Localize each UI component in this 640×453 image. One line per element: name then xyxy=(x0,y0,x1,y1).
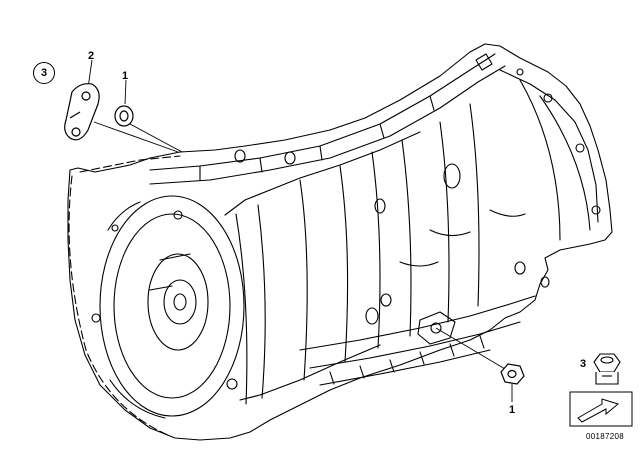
legend-nut-icon xyxy=(593,353,621,385)
torque-converter xyxy=(99,195,245,417)
callout-part-1-bottom: 1 xyxy=(509,404,516,416)
legend-callout-3: 3 xyxy=(580,358,587,370)
bracket-part xyxy=(64,83,100,141)
leader-washer xyxy=(129,123,183,153)
transmission-housing xyxy=(67,43,613,441)
callout-part-1-top: 1 xyxy=(122,70,129,82)
nut-part xyxy=(500,363,525,385)
oil-pan xyxy=(299,295,536,351)
leader-bracket xyxy=(93,121,179,153)
leader-nut xyxy=(435,327,511,373)
callout-part-2: 2 xyxy=(88,50,95,62)
document-number: 00187208 xyxy=(586,432,624,441)
legend-arrow-box xyxy=(569,391,633,427)
callout-circled-3: 3 xyxy=(33,62,55,84)
washer-part xyxy=(114,105,134,127)
